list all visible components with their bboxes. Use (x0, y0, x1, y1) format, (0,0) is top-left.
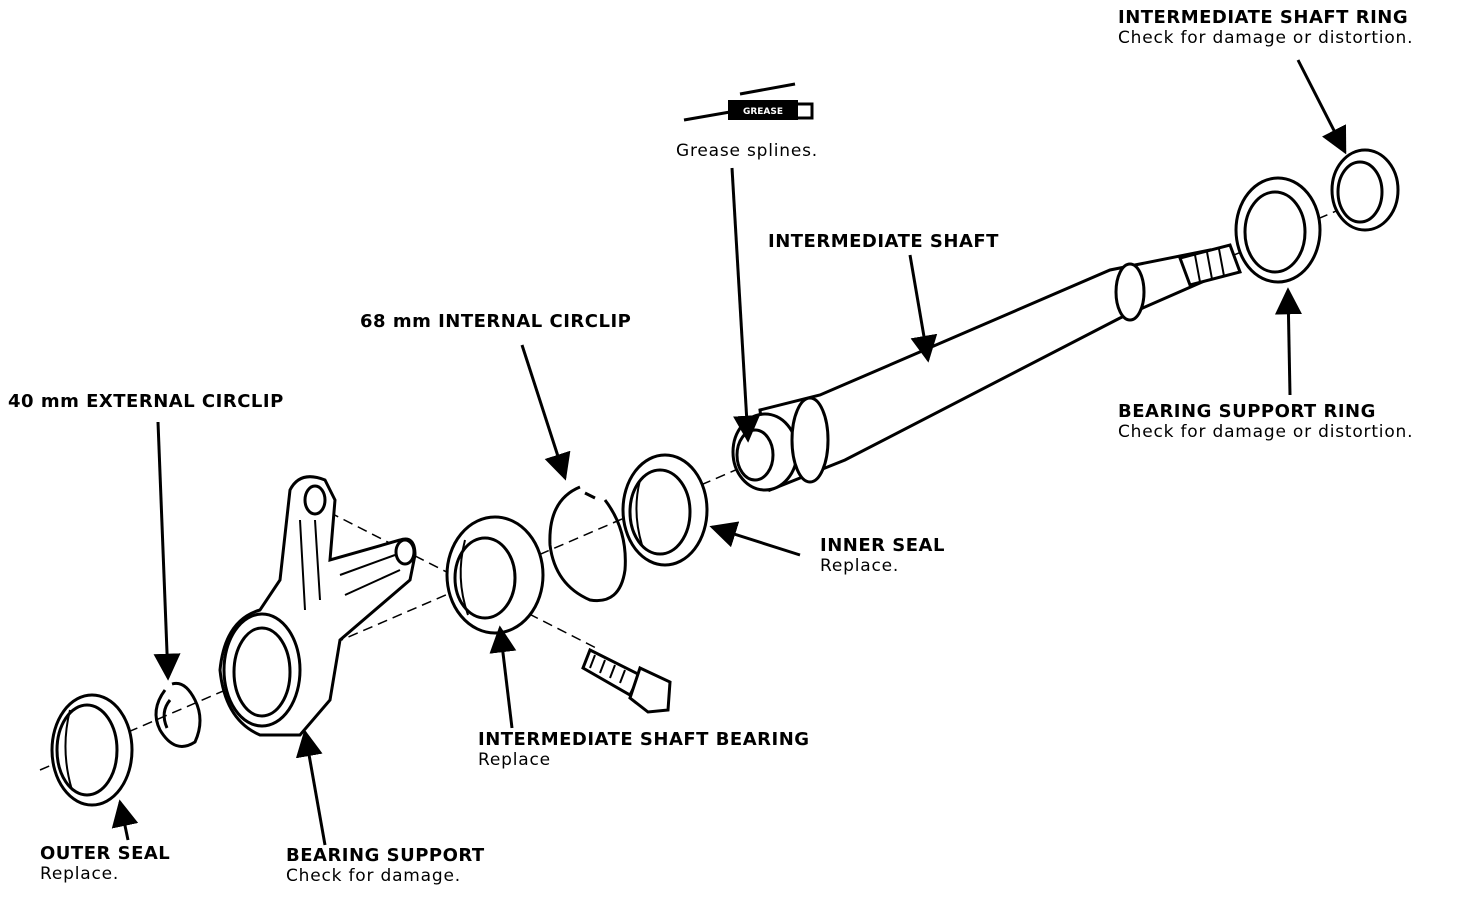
arrow-external-circlip (153, 421, 181, 681)
intermediate-shaft-part (731, 243, 1242, 493)
arrow-internal-circlip (520, 344, 571, 481)
label-note: Check for damage or distortion. (1118, 27, 1414, 48)
label-title: 68 mm INTERNAL CIRCLIP (360, 311, 632, 332)
arrow-shaft (908, 254, 938, 363)
label-title: INTERMEDIATE SHAFT BEARING (478, 729, 810, 750)
label-intermediate-shaft-bearing: INTERMEDIATE SHAFT BEARING Replace (478, 729, 810, 770)
label-grease-splines: Grease splines. (676, 141, 818, 162)
label-title: INNER SEAL (820, 535, 945, 556)
bolt-part (581, 647, 672, 714)
label-internal-circlip: 68 mm INTERNAL CIRCLIP (360, 311, 632, 333)
label-note: Replace. (40, 863, 120, 884)
label-inner-seal: INNER SEAL Replace. (820, 535, 945, 576)
label-note: Check for damage or distortion. (1118, 421, 1414, 442)
label-outer-seal: OUTER SEAL Replace. (40, 843, 171, 884)
outer-seal-part (50, 693, 134, 807)
label-note: Grease splines. (676, 141, 818, 161)
label-intermediate-shaft: INTERMEDIATE SHAFT (768, 231, 999, 253)
inner-seal-part (621, 453, 709, 567)
arrow-ring (1296, 59, 1347, 155)
external-circlip-part (154, 681, 202, 748)
bearing-support-ring-part (1234, 176, 1322, 284)
grease-tube-label: GREASE (743, 107, 783, 117)
label-title: OUTER SEAL (40, 843, 171, 864)
leader-arrows (111, 59, 1347, 846)
grease-tube-icon: GREASE (683, 82, 814, 122)
bearing-support-part (218, 475, 417, 737)
label-title: INTERMEDIATE SHAFT (768, 231, 999, 252)
label-title: BEARING SUPPORT RING (1118, 401, 1376, 422)
intermediate-shaft-ring-part (1330, 148, 1400, 232)
arrow-bearing-support-ring (1274, 287, 1302, 396)
label-note: Check for damage. (286, 865, 461, 886)
label-title: INTERMEDIATE SHAFT RING (1118, 7, 1409, 28)
label-intermediate-shaft-ring: INTERMEDIATE SHAFT RING Check for damage… (1118, 7, 1414, 48)
arrow-bearing-support (295, 729, 327, 846)
label-bearing-support-ring: BEARING SUPPORT RING Check for damage or… (1118, 401, 1414, 442)
label-title: BEARING SUPPORT (286, 845, 485, 866)
arrow-inner-seal (709, 521, 801, 557)
label-note: Replace. (820, 555, 900, 576)
label-note: Replace (478, 749, 551, 770)
label-external-circlip: 40 mm EXTERNAL CIRCLIP (8, 391, 284, 413)
label-bearing-support: BEARING SUPPORT Check for damage. (286, 845, 485, 886)
arrow-shaft-bearing (489, 625, 517, 729)
arrow-outer-seal (111, 799, 139, 841)
label-title: 40 mm EXTERNAL CIRCLIP (8, 391, 284, 412)
arrow-grease (730, 167, 761, 443)
shaft-bearing-part (445, 515, 545, 635)
internal-circlip-part (548, 485, 627, 603)
